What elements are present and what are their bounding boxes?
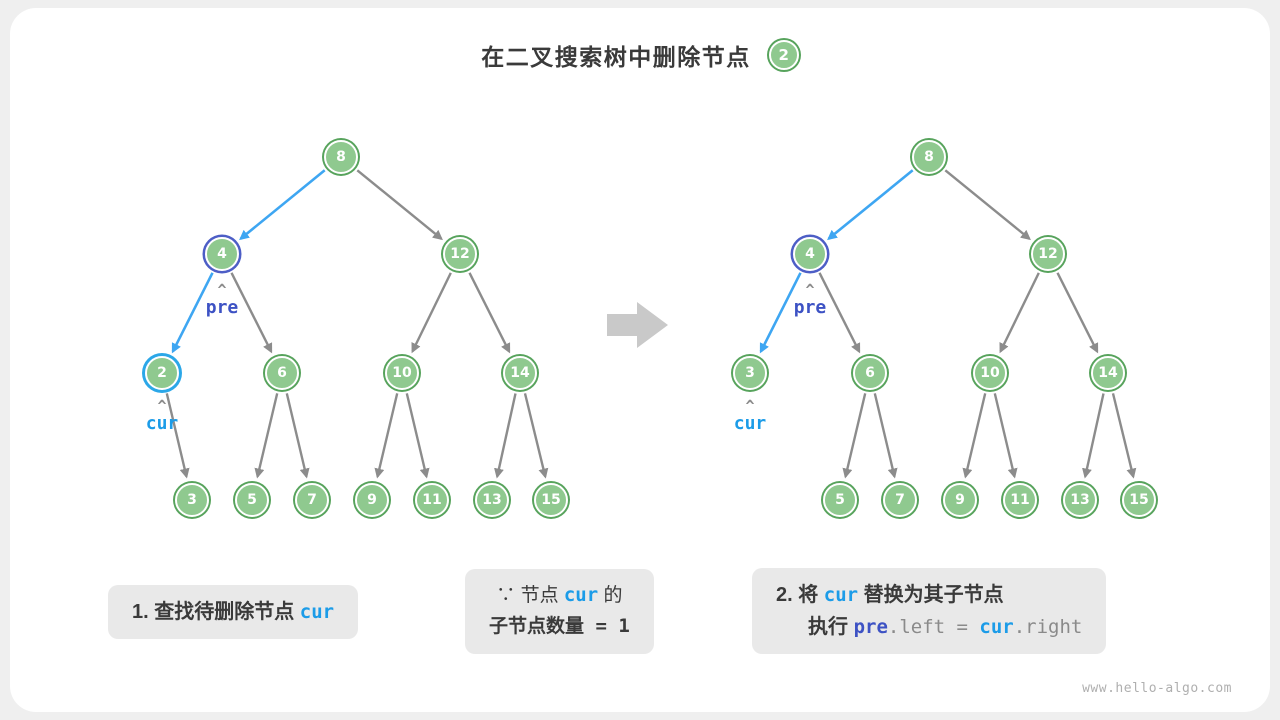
tree-node-4: 4 <box>205 237 239 271</box>
reason-cur-token: cur <box>563 584 599 606</box>
reason-line2: 子节点数量 = 1 <box>489 611 630 642</box>
step2-line1-suffix: 替换为其子节点 <box>858 584 1004 606</box>
tree-node-4: 4 <box>793 237 827 271</box>
step2-line1: 2. 将 cur 替换为其子节点 <box>776 579 1082 611</box>
step2-right-token: .right <box>1013 616 1083 638</box>
tree-node-5: 5 <box>823 483 857 517</box>
tree-node-14: 14 <box>1091 356 1125 390</box>
cur-pointer-label: cur <box>733 413 767 434</box>
reason-equals-one: = 1 <box>584 615 630 638</box>
tree-node-7: 7 <box>883 483 917 517</box>
tree-edge-6-7 <box>285 393 310 479</box>
tree-edge-14-13 <box>494 393 517 479</box>
tree-node-10: 10 <box>385 356 419 390</box>
caption-step1: 1. 查找待删除节点 cur <box>108 585 359 639</box>
tree-node-12: 12 <box>1031 237 1065 271</box>
pre-pointer-label: pre <box>793 297 827 318</box>
tree-edge-8-4 <box>827 169 914 241</box>
step2-cur-token: cur <box>823 584 859 606</box>
step1-text: 1. 查找待删除节点 <box>132 601 300 623</box>
step2-line1-prefix: 2. 将 <box>776 584 824 606</box>
tree-edge-10-11 <box>405 393 430 479</box>
tree-node-13: 13 <box>475 483 509 517</box>
tree-node-5: 5 <box>235 483 269 517</box>
reason-line2-text: 子节点数量 <box>489 616 585 638</box>
reason-line1-prefix: ∵ 节点 <box>496 585 564 606</box>
tree-node-12: 12 <box>443 237 477 271</box>
tree-node-11: 11 <box>1003 483 1037 517</box>
pointer-caret-icon: ^ <box>745 397 755 415</box>
cur-pointer: ^cur <box>146 397 179 434</box>
tree-edge-10-9 <box>962 393 987 479</box>
pre-pointer-label: pre <box>205 297 239 318</box>
page-title: 在二叉搜索树中删除节点 <box>481 44 751 70</box>
caption-reason: ∵ 节点 cur 的 子节点数量 = 1 <box>465 569 654 654</box>
tree-edge-8-4 <box>239 169 326 241</box>
tree-edge-14-15 <box>523 393 549 479</box>
tree-node-9: 9 <box>355 483 389 517</box>
tree-edge-12-14 <box>1056 272 1099 354</box>
pre-pointer: ^pre <box>206 281 239 318</box>
tree-edge-12-14 <box>468 272 511 354</box>
tree-node-8: 8 <box>912 140 946 174</box>
reason-line1: ∵ 节点 cur 的 <box>489 580 630 611</box>
tree-edge-14-13 <box>1082 393 1105 479</box>
step1-cur-token: cur <box>299 601 335 623</box>
title-step-badge: 2 <box>768 40 799 70</box>
pointer-caret-icon: ^ <box>805 281 815 299</box>
tree-node-6: 6 <box>265 356 299 390</box>
tree-edge-10-9 <box>374 393 399 479</box>
tree-edge-2-3 <box>165 393 190 479</box>
step2-left-assign-token: .left = <box>887 616 980 638</box>
tree-edge-4-6 <box>818 272 861 354</box>
tree-node-8: 8 <box>324 140 358 174</box>
tree-node-15: 15 <box>1122 483 1156 517</box>
tree-node-10: 10 <box>973 356 1007 390</box>
tree-edge-6-7 <box>873 393 898 479</box>
tree-node-6: 6 <box>853 356 887 390</box>
figure-title-row: 在二叉搜索树中删除节点 2 <box>0 38 1280 72</box>
pre-pointer: ^pre <box>794 281 827 318</box>
tree-edge-6-5 <box>842 393 867 479</box>
tree-edge-6-5 <box>254 393 279 479</box>
watermark: www.hello-algo.com <box>1082 681 1232 696</box>
tree-node-7: 7 <box>295 483 329 517</box>
tree-edge-12-10 <box>999 272 1040 354</box>
step2-cur-token-2: cur <box>979 616 1014 638</box>
tree-edge-4-3 <box>759 272 802 354</box>
tree-edge-14-15 <box>1111 393 1137 479</box>
step2-exec-label: 执行 <box>808 616 854 638</box>
tree-node-14: 14 <box>503 356 537 390</box>
step2-line2: 执行 pre.left = cur.right <box>776 611 1082 643</box>
pointer-caret-icon: ^ <box>217 281 227 299</box>
cur-pointer: ^cur <box>734 397 767 434</box>
tree-edge-4-6 <box>230 272 273 354</box>
tree-node-11: 11 <box>415 483 449 517</box>
tree-node-3: 3 <box>733 356 767 390</box>
tree-edge-8-12 <box>356 169 443 241</box>
transition-arrow-icon <box>607 302 668 348</box>
tree-edge-8-12 <box>944 169 1031 241</box>
tree-node-2: 2 <box>145 356 179 390</box>
cur-pointer-label: cur <box>145 413 179 434</box>
tree-node-3: 3 <box>175 483 209 517</box>
step2-pre-token: pre <box>853 616 888 638</box>
tree-node-15: 15 <box>534 483 568 517</box>
pointer-caret-icon: ^ <box>157 397 167 415</box>
tree-edge-12-10 <box>411 272 452 354</box>
tree-edge-10-11 <box>993 393 1018 479</box>
reason-line1-suffix: 的 <box>598 585 623 606</box>
tree-node-13: 13 <box>1063 483 1097 517</box>
tree-edge-4-2 <box>171 272 214 354</box>
caption-step2: 2. 将 cur 替换为其子节点 执行 pre.left = cur.right <box>752 568 1107 654</box>
tree-node-9: 9 <box>943 483 977 517</box>
